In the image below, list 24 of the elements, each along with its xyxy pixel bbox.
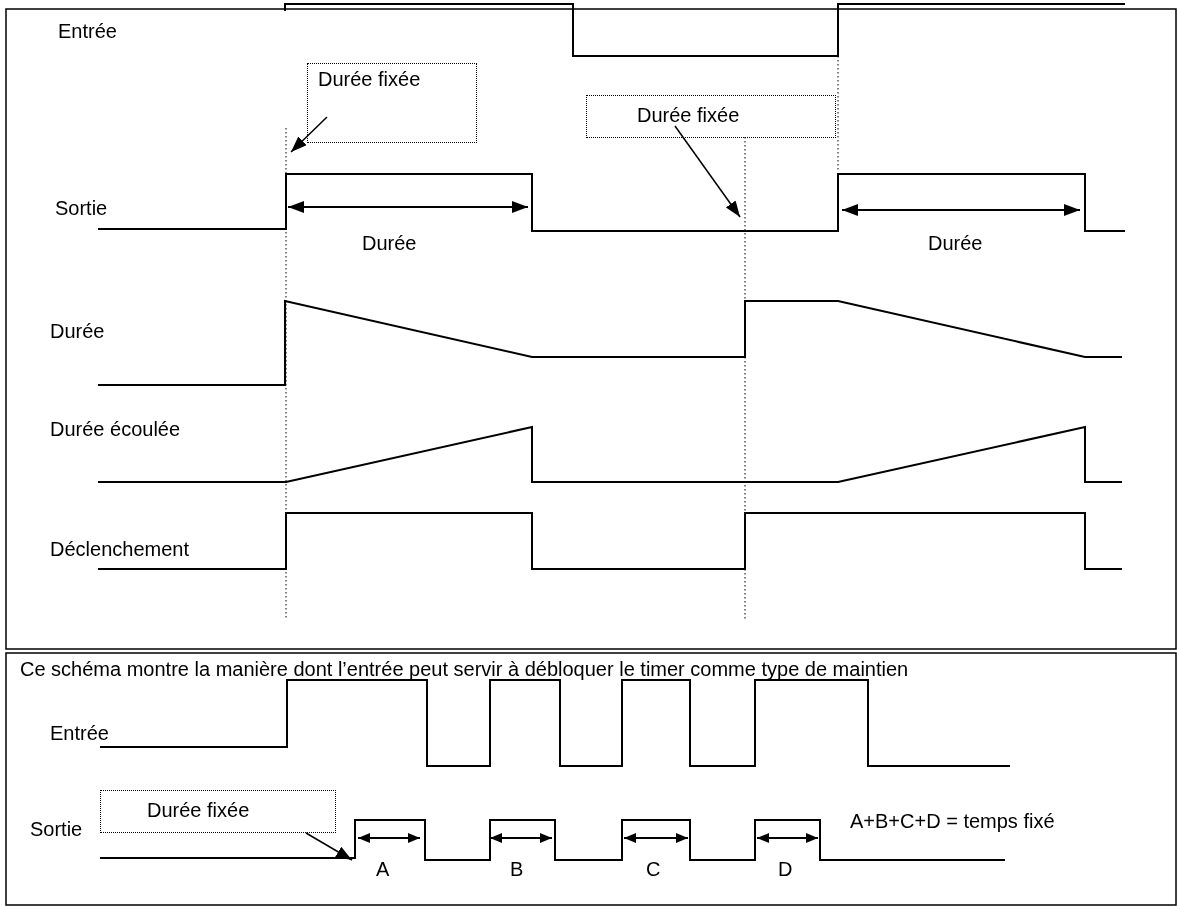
interval-letter: C xyxy=(646,858,661,881)
description-text: Ce schéma montre la manière dont l’entrée peut servir à débloquer le timer comme type de maintien xyxy=(20,658,910,681)
callout-text: Durée fixée xyxy=(318,68,421,91)
interval-letter: B xyxy=(510,858,524,881)
formula-text: A+B+C+D = temps fixé xyxy=(850,810,1055,833)
duration-label: Durée xyxy=(928,232,983,255)
signal-name: Sortie xyxy=(55,197,108,220)
leader-arrow xyxy=(305,832,353,861)
leader-arrow xyxy=(674,125,741,218)
callout-box xyxy=(586,95,836,138)
leader-arrow xyxy=(290,116,328,153)
signal-name: Sortie xyxy=(30,818,83,841)
callout-text: Durée fixée xyxy=(637,104,740,127)
callout-box xyxy=(307,63,477,143)
interval-letter: A xyxy=(376,858,390,881)
callout-box xyxy=(100,790,336,833)
signal-name: Durée écoulée xyxy=(50,418,181,441)
signal-name: Entrée xyxy=(50,722,109,745)
interval-letter: D xyxy=(778,858,793,881)
signal-name: Entrée xyxy=(58,20,117,43)
duration-label: Durée xyxy=(362,232,417,255)
signal-name: Durée xyxy=(50,320,105,343)
signal-name: Déclenchement xyxy=(50,538,189,561)
callout-text: Durée fixée xyxy=(147,799,250,822)
